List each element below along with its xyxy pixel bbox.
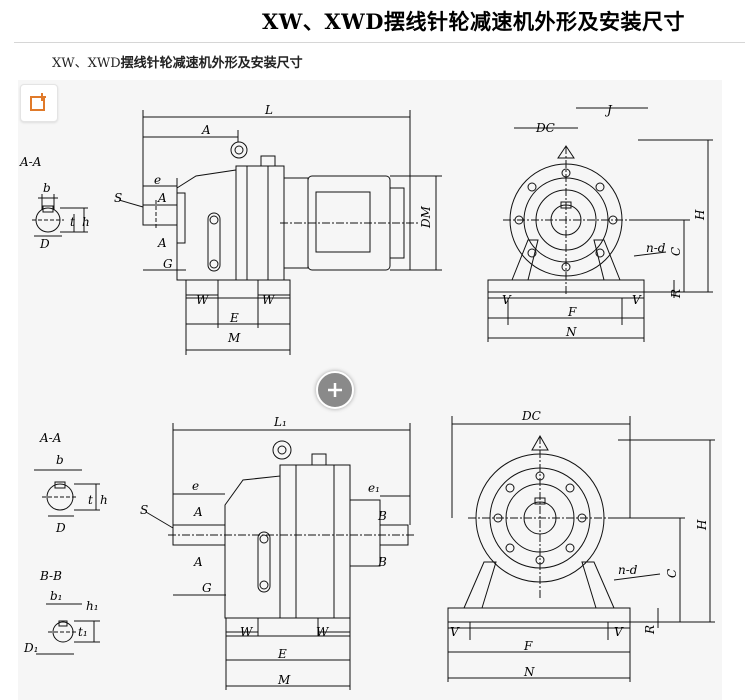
bottom-label-nd: n-d bbox=[618, 563, 638, 577]
bottom-front-view bbox=[447, 416, 715, 682]
top-label-a: A bbox=[201, 123, 211, 137]
top-side-view bbox=[118, 110, 442, 355]
top-label-d: D bbox=[39, 237, 50, 251]
top-label-c: C bbox=[669, 247, 683, 256]
bottom-label-l1: L₁ bbox=[273, 415, 287, 429]
figure-caption: XW、XWD摆线针轮减速机外形及安装尺寸 bbox=[52, 52, 303, 71]
bottom-label-b-cap2: B bbox=[377, 555, 387, 569]
top-front-view bbox=[487, 107, 713, 342]
bottom-label-b1: b₁ bbox=[50, 589, 63, 603]
top-label-e-cap: E bbox=[229, 311, 239, 325]
top-label-e: e bbox=[154, 173, 161, 187]
bottom-label-a1: A bbox=[193, 505, 203, 519]
top-label-w2: W bbox=[262, 293, 276, 307]
top-label-n: N bbox=[565, 325, 577, 339]
bottom-label-n: N bbox=[523, 665, 535, 679]
bottom-label-a2: A bbox=[193, 555, 203, 569]
bottom-section-aa bbox=[34, 469, 100, 517]
bottom-label-m: M bbox=[277, 673, 291, 687]
reducer-drawing[interactable]: A-A b t h D S e A A A L G W W E M DM DC … bbox=[18, 80, 722, 700]
bottom-label-t: t bbox=[88, 493, 93, 507]
bottom-label-g: G bbox=[202, 581, 212, 595]
share-plus-icon bbox=[30, 93, 46, 111]
bottom-label-e1: e₁ bbox=[368, 481, 380, 495]
top-label-s: S bbox=[114, 191, 122, 205]
bottom-label-d1: D₁ bbox=[23, 641, 38, 655]
top-label-t: t bbox=[70, 215, 75, 229]
bottom-label-v1: V bbox=[450, 625, 460, 639]
title-divider bbox=[14, 42, 745, 43]
bottom-label-h1: h₁ bbox=[86, 599, 99, 613]
top-label-a2: A bbox=[157, 236, 167, 250]
bottom-label-f: F bbox=[523, 639, 533, 653]
share-button[interactable] bbox=[20, 84, 58, 122]
top-label-h: h bbox=[82, 215, 90, 229]
top-label-a1: A bbox=[157, 191, 167, 205]
bottom-label-b: b bbox=[56, 453, 64, 467]
bottom-label-e: e bbox=[192, 479, 199, 493]
bottom-label-h-cap: H bbox=[695, 519, 709, 531]
zoom-in-plus-icon bbox=[328, 383, 342, 397]
top-label-section-aa: A-A bbox=[19, 155, 42, 169]
top-label-dm: DM bbox=[419, 205, 433, 229]
top-label-r: R bbox=[669, 289, 683, 299]
top-label-l: L bbox=[264, 103, 273, 117]
top-label-f: F bbox=[567, 305, 577, 319]
bottom-label-d: D bbox=[55, 521, 66, 535]
page-title: XW、XWD摆线针轮减速机外形及安装尺寸 bbox=[262, 9, 685, 34]
bottom-label-e-cap: E bbox=[277, 647, 287, 661]
caption-prefix: XW、XWD bbox=[52, 56, 121, 71]
bottom-side-view bbox=[145, 423, 416, 690]
bottom-label-section-aa: A-A bbox=[39, 431, 62, 445]
bottom-label-section-bb: B-B bbox=[39, 569, 62, 583]
top-section-aa bbox=[32, 194, 88, 237]
top-label-b: b bbox=[43, 181, 51, 195]
bottom-label-w2: W bbox=[316, 625, 330, 639]
technical-drawing-svg: A-A b t h D S e A A A L G W W E M DM DC … bbox=[19, 103, 715, 690]
top-label-v1: V bbox=[502, 293, 512, 307]
bottom-section-bb bbox=[36, 603, 100, 655]
top-label-h-cap: H bbox=[693, 209, 707, 221]
top-label-j: J bbox=[604, 103, 613, 117]
top-label-dc: DC bbox=[535, 121, 555, 135]
bottom-label-c: C bbox=[665, 569, 679, 578]
bottom-label-w1: W bbox=[240, 625, 254, 639]
bottom-label-b-cap1: B bbox=[377, 509, 387, 523]
top-label-m: M bbox=[227, 331, 241, 345]
caption-text: 摆线针轮减速机外形及安装尺寸 bbox=[120, 56, 303, 71]
bottom-label-h: h bbox=[100, 493, 108, 507]
bottom-label-v2: V bbox=[614, 625, 624, 639]
bottom-label-s: S bbox=[140, 503, 148, 517]
top-label-g: G bbox=[163, 257, 173, 271]
top-label-w1: W bbox=[196, 293, 210, 307]
top-label-v2: V bbox=[632, 293, 642, 307]
bottom-label-t1: t₁ bbox=[78, 625, 88, 639]
top-label-nd: n-d bbox=[646, 241, 666, 255]
zoom-in-button[interactable] bbox=[316, 371, 354, 409]
bottom-label-dc: DC bbox=[521, 409, 541, 423]
bottom-label-r: R bbox=[643, 625, 657, 635]
